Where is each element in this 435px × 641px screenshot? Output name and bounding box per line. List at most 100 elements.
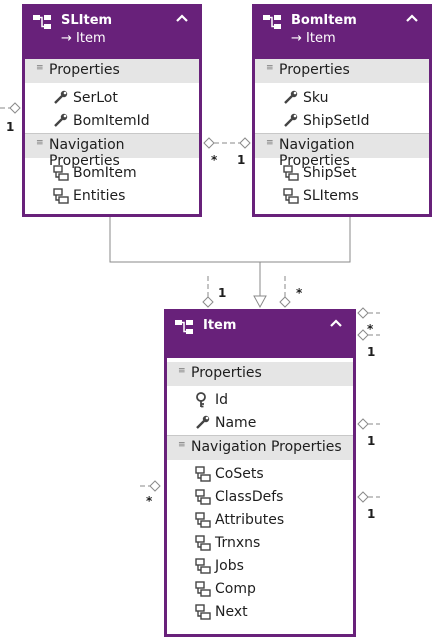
entity-name: Item [203,318,237,333]
navigation-property-icon [53,165,69,181]
diamond-slitem-right [203,137,215,149]
section-divider [25,133,199,134]
section-toggle-icon[interactable]: ≡ [178,440,186,450]
property-row[interactable]: Name [167,412,353,435]
collapse-chevron-icon[interactable] [329,317,343,329]
entity-bomitem[interactable]: BomItem → Item ≡ Properties Sku ShipSetI… [252,4,432,217]
multiplicity-label: * [296,286,303,300]
multiplicity-label: 1 [237,153,246,167]
section-label: Navigation Properties [191,439,342,455]
navigation-property-row[interactable]: Next [167,601,353,624]
wrench-icon [54,90,68,104]
wrench-icon [54,113,68,127]
navigation-property-icon [283,188,299,204]
wrench-icon [284,90,298,104]
multiplicity-label: 1 [6,120,15,134]
multiplicity-label: * [146,494,153,508]
property-label: BomItemId [73,113,150,129]
multiplicity-label: 1 [367,507,376,521]
navigation-section-header[interactable]: ≡ Navigation Properties [255,134,429,169]
section-label: Navigation Properties [279,137,355,169]
section-toggle-icon[interactable]: ≡ [36,138,44,148]
multiplicity-label: 1 [367,434,376,448]
navigation-property-label: BomItem [73,165,137,181]
wrench-icon [196,415,210,429]
section-label: Properties [279,62,350,78]
navigation-property-icon [195,466,211,482]
section-toggle-icon[interactable]: ≡ [178,366,186,376]
properties-section-header[interactable]: ≡ Properties [167,362,353,386]
navigation-property-row[interactable]: Trnxns [167,532,353,555]
navigation-property-label: ShipSet [303,165,357,181]
navigation-property-icon [53,188,69,204]
property-label: Id [215,392,229,408]
navigation-property-row[interactable]: BomItem [25,162,199,185]
entity-name: SLItem [61,13,113,28]
navigation-property-label: CoSets [215,466,264,482]
navigation-property-label: Attributes [215,512,285,528]
section-toggle-icon[interactable]: ≡ [266,63,274,73]
diamond-item-top-left [202,296,214,308]
property-label: Sku [303,90,329,106]
navigation-property-icon [195,512,211,528]
navigation-property-icon [195,489,211,505]
navigation-section-header[interactable]: ≡ Navigation Properties [25,134,199,169]
property-row[interactable]: ShipSetId [255,110,429,133]
navigation-property-row[interactable]: Entities [25,185,199,208]
section-divider [167,435,353,436]
navigation-property-label: Jobs [215,558,244,574]
property-label: SerLot [73,90,118,106]
property-row[interactable]: SerLot [25,87,199,110]
multiplicity-label: 1 [218,286,227,300]
section-label: Properties [191,365,262,381]
navigation-property-icon [195,558,211,574]
inheritance-arrowhead [253,295,267,309]
entity-base-type: → Item [291,31,336,46]
property-row[interactable]: Id [167,389,353,412]
collapse-chevron-icon[interactable] [175,12,189,24]
navigation-property-row[interactable]: ShipSet [255,162,429,185]
multiplicity-label: * [211,153,218,167]
navigation-property-label: Trnxns [215,535,261,551]
property-row[interactable]: Sku [255,87,429,110]
collapse-chevron-icon[interactable] [405,12,419,24]
diamond-item-top-right [279,296,291,308]
navigation-property-row[interactable]: Attributes [167,509,353,532]
diamond-slitem-left [9,102,21,114]
entity-header[interactable]: SLItem → Item [25,7,199,59]
entity-header[interactable]: Item [167,312,353,358]
navigation-property-row[interactable]: CoSets [167,463,353,486]
property-label: Name [215,415,257,431]
entity-item[interactable]: Item ≡ Properties Id Name ≡ Navigation P… [164,309,356,637]
navigation-property-row[interactable]: SLItems [255,185,429,208]
navigation-property-label: Comp [215,581,256,597]
navigation-property-icon [283,165,299,181]
navigation-section-header[interactable]: ≡ Navigation Properties [167,436,353,460]
properties-section-header[interactable]: ≡ Properties [25,59,199,83]
diamond-item-left [149,480,161,492]
inheritance-connector-bomitem[interactable] [260,216,351,263]
navigation-property-label: ClassDefs [215,489,284,505]
navigation-property-label: SLItems [303,188,359,204]
property-row[interactable]: BomItemId [25,110,199,133]
section-label: Navigation Properties [49,137,125,169]
navigation-property-icon [195,581,211,597]
navigation-property-label: Next [215,604,248,620]
inheritance-connector-slitem[interactable] [109,216,261,296]
properties-section-header[interactable]: ≡ Properties [255,59,429,83]
diamond-item-right-4 [357,491,369,503]
navigation-property-icon [195,535,211,551]
entity-type-icon [175,320,193,334]
entity-header[interactable]: BomItem → Item [255,7,429,59]
entity-slitem[interactable]: SLItem → Item ≡ Properties SerLot BomIte… [22,4,202,217]
navigation-property-row[interactable]: ClassDefs [167,486,353,509]
section-toggle-icon[interactable]: ≡ [266,138,274,148]
entity-type-icon [33,15,51,29]
diamond-item-right-1 [357,307,369,319]
navigation-property-row[interactable]: Jobs [167,555,353,578]
navigation-property-row[interactable]: Comp [167,578,353,601]
property-label: ShipSetId [303,113,370,129]
section-toggle-icon[interactable]: ≡ [36,63,44,73]
diamond-bomitem-left [239,137,251,149]
